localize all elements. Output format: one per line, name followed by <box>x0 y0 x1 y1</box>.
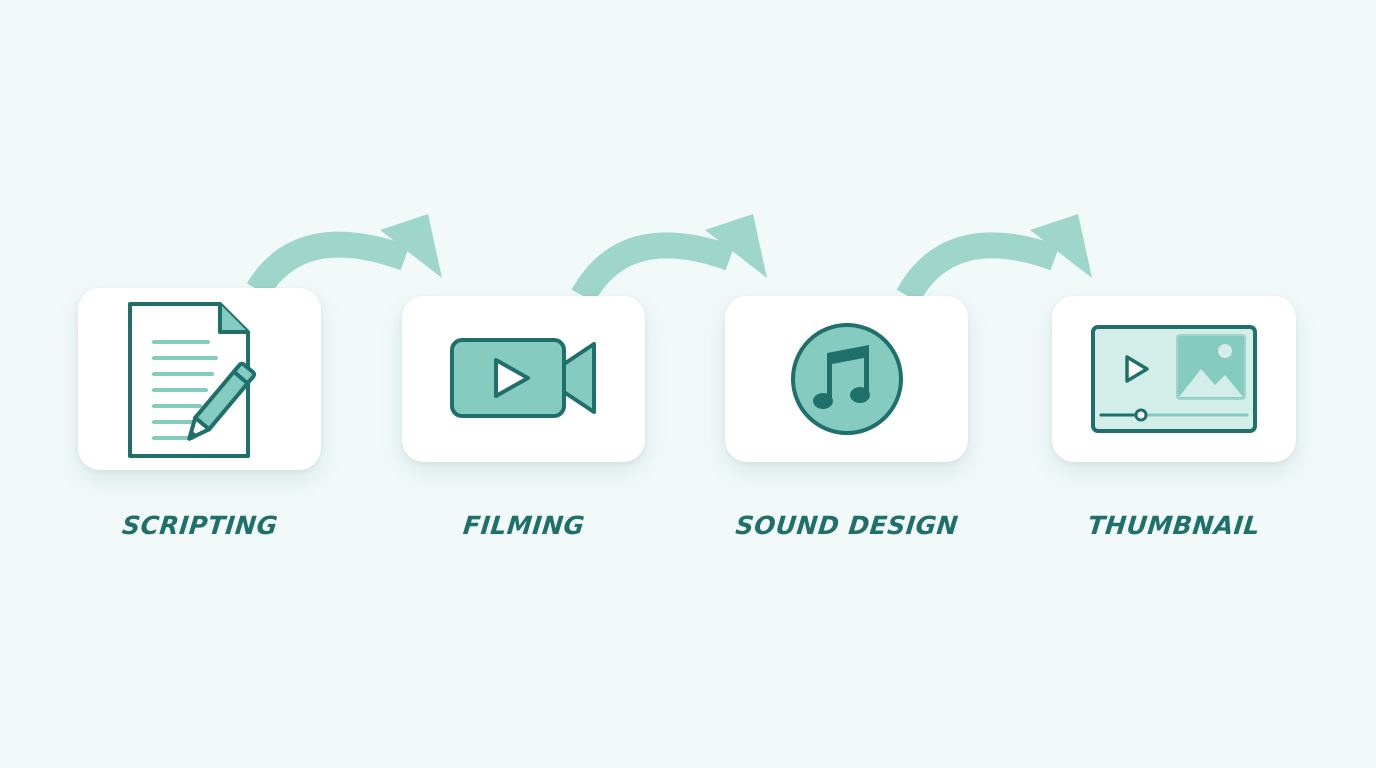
arrow-sound-design-to-thumbnail <box>896 214 1092 303</box>
step-label-filming: FILMING <box>461 511 587 540</box>
step-label-scripting: SCRIPTING <box>120 511 280 540</box>
arrow-filming-to-sound-design <box>571 214 767 303</box>
step-card-thumbnail <box>1052 296 1296 462</box>
music-note-icon <box>790 323 903 435</box>
step-card-scripting <box>78 288 321 470</box>
step-label-sound-design: SOUND DESIGN <box>734 511 960 540</box>
video-thumbnail-icon <box>1091 325 1257 433</box>
step-card-filming <box>402 296 645 462</box>
video-camera-icon <box>449 338 596 418</box>
arrow-scripting-to-filming <box>246 214 442 298</box>
step-card-sound-design <box>725 296 968 462</box>
step-label-thumbnail: THUMBNAIL <box>1086 511 1262 540</box>
document-pencil-icon <box>127 302 256 458</box>
